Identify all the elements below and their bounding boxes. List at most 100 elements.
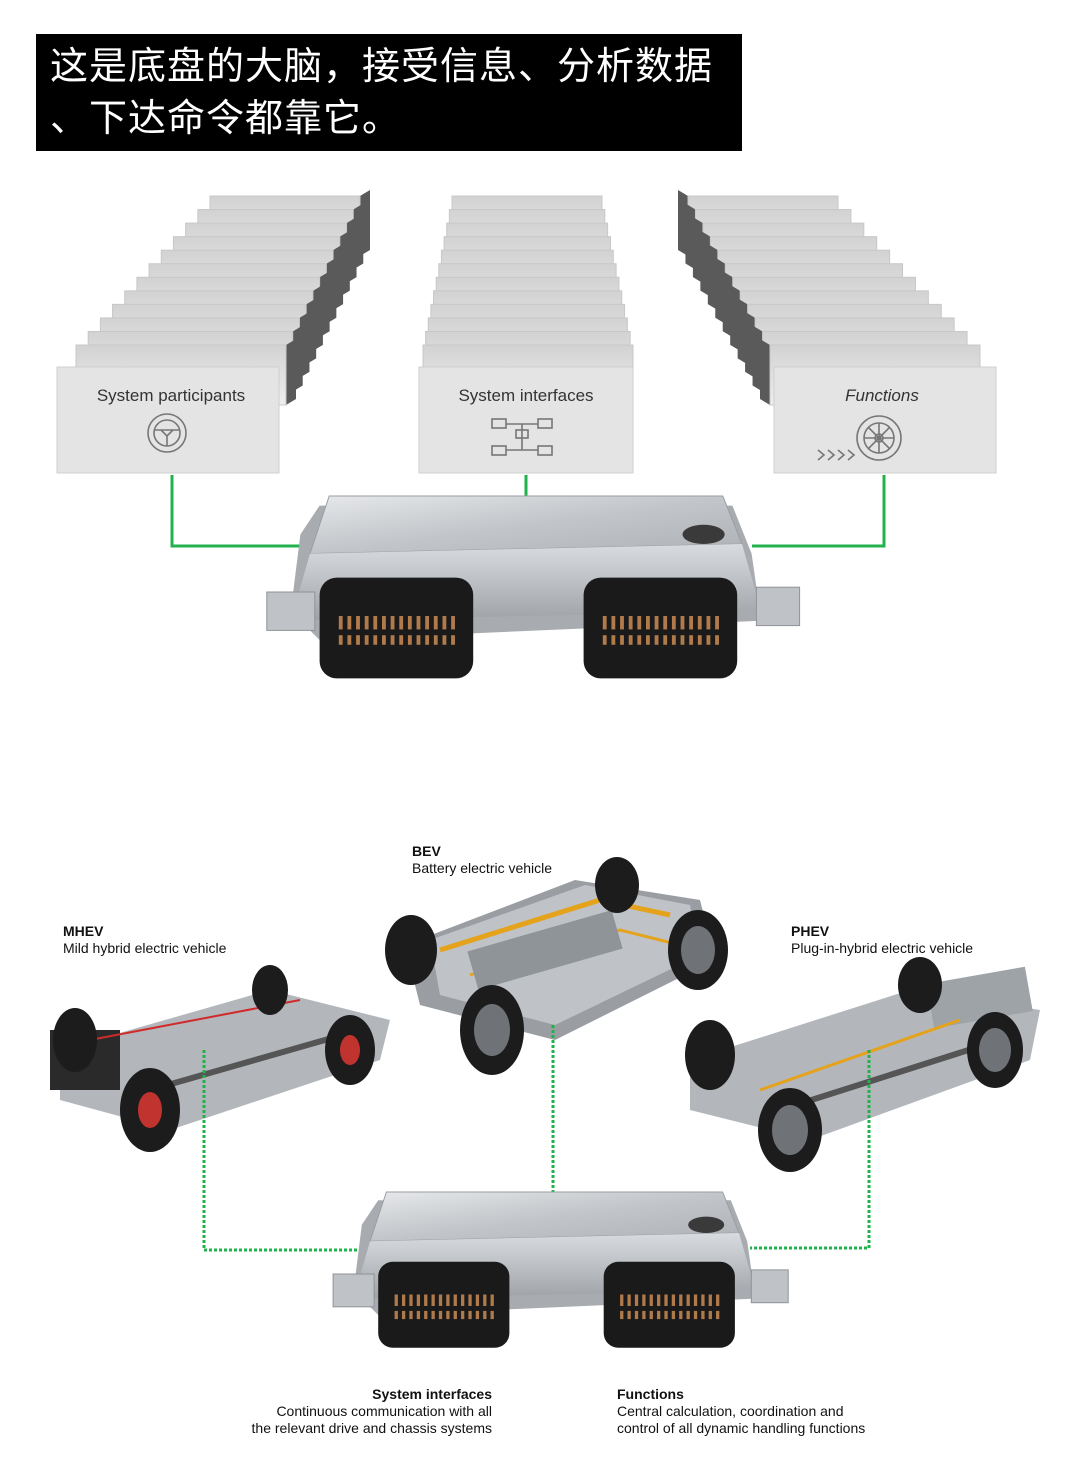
connector-pin [425, 635, 430, 645]
card-label-system-participants: System participants [97, 386, 245, 405]
connector-pin [394, 1294, 398, 1306]
connector-pin [407, 635, 412, 645]
connector-pin [715, 635, 719, 645]
connector-pin [431, 1294, 435, 1306]
connector-pin [461, 1310, 465, 1320]
connector-pin [642, 1310, 646, 1320]
label-mhev-name: Mild hybrid electric vehicle [63, 940, 227, 956]
vent-hole [682, 524, 725, 545]
label-functions-title: Functions [617, 1386, 684, 1402]
connector-pin [425, 616, 430, 630]
connector-pin [680, 616, 685, 630]
label-system-interfaces-line1: Continuous communication with all [276, 1403, 492, 1419]
housing-top [309, 495, 743, 555]
label-bev-name: Battery electric vehicle [412, 860, 553, 876]
mount-right [750, 1269, 789, 1304]
card-system-interfaces: System interfaces [418, 366, 634, 474]
connector-pin [468, 1310, 472, 1320]
connector-pin [708, 1294, 712, 1306]
connector-pin [671, 616, 676, 630]
drivetrain-icon [491, 418, 553, 456]
connector-pin [628, 616, 633, 630]
connector-pin [394, 1310, 398, 1320]
stacked-card-edge [286, 339, 296, 405]
label-mhev: MHEV Mild hybrid electric vehicle [63, 923, 226, 957]
connector-pin [356, 635, 360, 645]
connector-pin [446, 1310, 450, 1320]
connector-pin [671, 1310, 676, 1320]
connector-pin [697, 616, 702, 630]
connector-pin [671, 1294, 676, 1306]
connector-pin [446, 1294, 450, 1306]
label-phev-name: Plug-in-hybrid electric vehicle [791, 940, 974, 956]
housing-top [369, 1191, 740, 1242]
stacked-card-edge [760, 339, 770, 405]
connector-pin [451, 616, 455, 630]
connector-pin [611, 635, 616, 645]
mount-left [332, 1273, 375, 1308]
connector-pin [347, 616, 352, 630]
connector-pin [657, 1294, 661, 1306]
connector-pin [716, 1294, 720, 1306]
label-functions-line1: Central calculation, coordination and [617, 1403, 844, 1419]
connector-pin [451, 635, 455, 645]
connector-pin [390, 616, 395, 630]
connector-pin [689, 616, 694, 630]
connector-pin [438, 1294, 443, 1306]
link-lines-bottom [202, 1025, 871, 1252]
connector-pin [490, 1294, 494, 1306]
connector-pin [693, 1310, 698, 1320]
connector-pin [347, 635, 352, 645]
connector-pin [356, 616, 360, 630]
connector-pin [620, 635, 624, 645]
connector-pin [431, 1310, 435, 1320]
connector-pin [401, 1310, 406, 1320]
connector-pin [373, 616, 378, 630]
card-label-system-interfaces: System interfaces [458, 386, 593, 405]
vehicle-mhev [50, 965, 390, 1152]
connector-pin [611, 616, 616, 630]
connector-pin [382, 616, 386, 630]
vehicle-phev [685, 957, 1040, 1172]
connector-1 [378, 1261, 510, 1348]
connector-pin [689, 635, 694, 645]
connector-pin [399, 616, 404, 630]
caption-box: 这是底盘的大脑，接受信息、分析数据 、下达命令都靠它。 [36, 34, 742, 151]
connector-pin [654, 616, 659, 630]
connector-pin [649, 1310, 653, 1320]
mount-right [755, 586, 801, 627]
connector-pin [382, 635, 386, 645]
connector-pin [433, 616, 438, 630]
connector-pin [628, 635, 633, 645]
connector-pin [424, 1310, 428, 1320]
card-functions: Functions [773, 366, 997, 474]
label-mhev-abbr: MHEV [63, 923, 104, 939]
caption-line-1: 这是底盘的大脑，接受信息、分析数据 [50, 44, 714, 88]
connector-pin [642, 1294, 646, 1306]
connector-pin [620, 1294, 624, 1306]
connector-2 [603, 1261, 735, 1348]
connector-pin [468, 1294, 472, 1306]
connector-pin [416, 635, 421, 645]
connector-pin [461, 1294, 465, 1306]
connector-pin [701, 1294, 705, 1306]
connector-pin [390, 635, 395, 645]
connector-pin [373, 635, 378, 645]
connector-pin [708, 1310, 712, 1320]
label-functions: Functions Central calculation, coordinat… [617, 1386, 865, 1437]
label-phev-abbr: PHEV [791, 923, 830, 939]
connector-pin [620, 616, 624, 630]
label-system-interfaces: System interfaces Continuous communicati… [200, 1386, 492, 1437]
caption-line-2: 、下达命令都靠它。 [50, 96, 402, 140]
connector-pin [634, 1294, 639, 1306]
connector-pin [409, 1310, 413, 1320]
connector-pin [475, 1310, 480, 1320]
connector-pin [627, 1294, 631, 1306]
label-phev: PHEV Plug-in-hybrid electric vehicle [791, 923, 973, 957]
connector-pin [438, 1310, 443, 1320]
card-stack-left [75, 190, 370, 406]
connector-pin [664, 1294, 668, 1306]
wheel-icon [817, 415, 902, 461]
connector-pin [416, 1294, 421, 1306]
